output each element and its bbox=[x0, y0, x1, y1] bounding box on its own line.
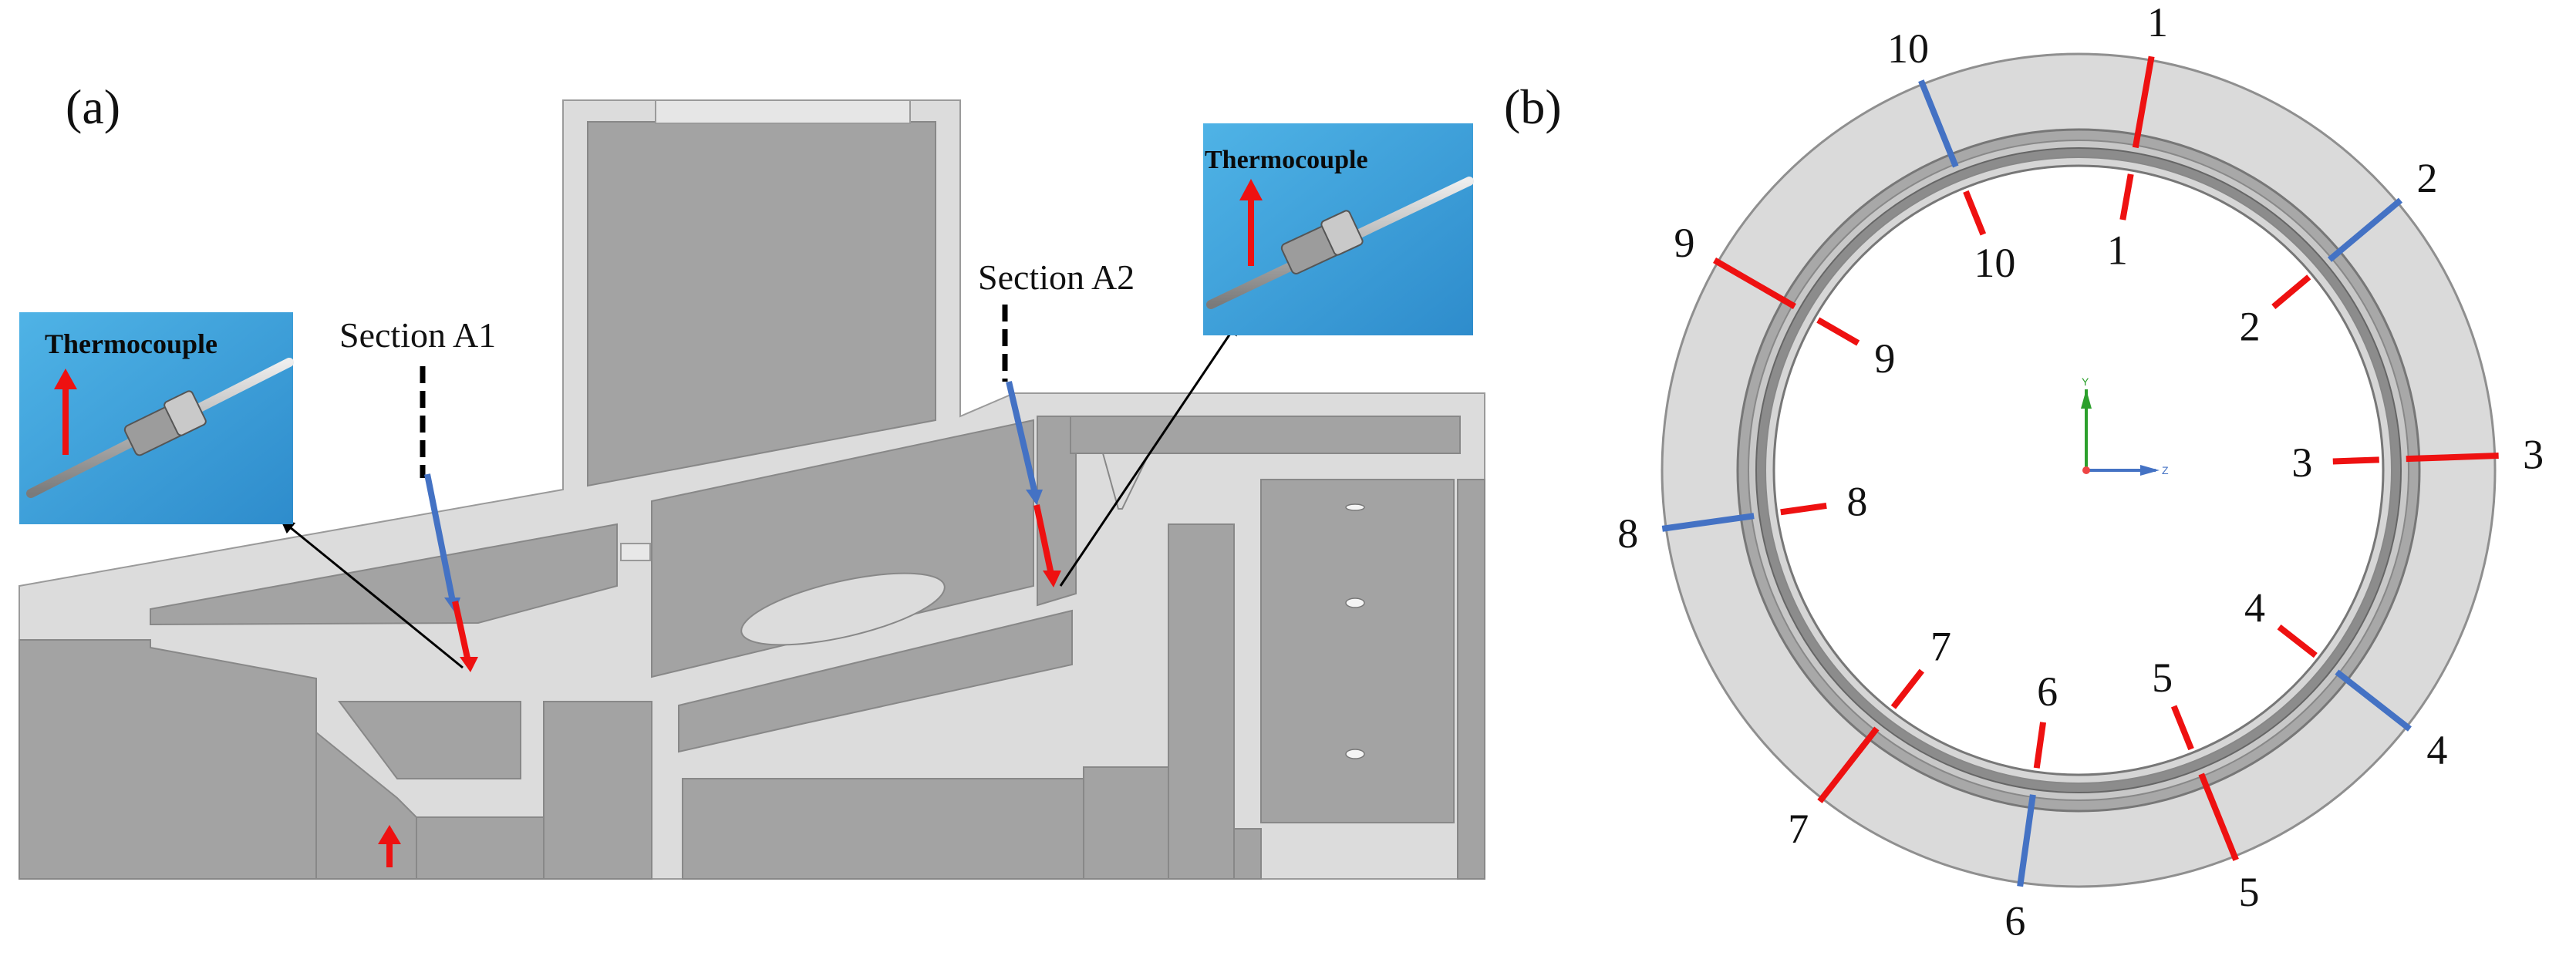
right-top-bar bbox=[1070, 416, 1461, 454]
inner-marker-7 bbox=[1890, 668, 1924, 709]
outer-marker-label-3: 3 bbox=[2523, 431, 2544, 477]
outer-marker-label-2: 2 bbox=[2416, 155, 2437, 201]
central-cavity bbox=[651, 419, 1034, 678]
inner-marker-9 bbox=[1816, 317, 1860, 346]
lower-right-block-2 bbox=[1083, 766, 1173, 880]
section-a1-red-arrow bbox=[452, 601, 471, 662]
inner-marker-label-6: 6 bbox=[2037, 668, 2058, 715]
outer-marker-label-4: 4 bbox=[2426, 727, 2447, 773]
thermocouple-photo-left: Thermocouple bbox=[19, 312, 294, 524]
connector-pin bbox=[620, 543, 651, 561]
outer-marker-1 bbox=[2132, 56, 2155, 149]
inner-marker-label-4: 4 bbox=[2244, 585, 2265, 631]
outer-marker-3 bbox=[2406, 452, 2499, 463]
panel-b: (b) Y Z 1 1 2 2 3 3 4 4 5 5 6 6 7 7 8 8 9 9 10 10 bbox=[1504, 0, 2544, 944]
inner-marker-label-8: 8 bbox=[1846, 478, 1867, 524]
right-column bbox=[1168, 523, 1235, 880]
inner-marker-label-9: 9 bbox=[1874, 335, 1895, 382]
lower-pocket bbox=[338, 701, 521, 779]
outer-marker-label-7: 7 bbox=[1788, 806, 1809, 852]
outer-marker-9 bbox=[1713, 258, 1796, 309]
outer-marker-label-10: 10 bbox=[1887, 25, 1929, 72]
inner-marker-2 bbox=[2271, 274, 2311, 309]
section-a2-red-arrow bbox=[1033, 504, 1054, 575]
photo-right-nut bbox=[1320, 210, 1364, 256]
outer-marker-8 bbox=[1661, 513, 1755, 532]
port-hole-1 bbox=[1345, 503, 1365, 511]
inner-marker-label-3: 3 bbox=[2291, 439, 2312, 486]
thermocouple-photo-right: Thermocouple bbox=[1203, 123, 1474, 335]
outer-marker-5 bbox=[2198, 773, 2239, 861]
panel-a: (a) bbox=[19, 79, 1485, 880]
outer-marker-2 bbox=[2327, 197, 2403, 262]
right-notch bbox=[1101, 453, 1151, 510]
port-hole-3 bbox=[1345, 749, 1365, 759]
disk-plate bbox=[740, 572, 946, 646]
lower-right-block bbox=[682, 778, 1084, 880]
inner-marker-label-2: 2 bbox=[2240, 304, 2261, 350]
section-a1-label: Section A1 bbox=[339, 315, 496, 355]
section-a1-blue-arrow bbox=[424, 473, 456, 602]
right-inner-frame bbox=[1260, 479, 1455, 823]
chamber-lid bbox=[655, 99, 911, 124]
axis-y-label: Y bbox=[2082, 375, 2089, 388]
photo-left-nut bbox=[164, 390, 207, 436]
pointer-to-right-photo bbox=[1059, 321, 1239, 587]
measurement-markers: 1 1 2 2 3 3 4 4 5 5 6 6 7 7 8 8 9 9 10 10 bbox=[1617, 0, 2544, 944]
section-a2-blue-arrowhead bbox=[1026, 490, 1043, 505]
axis-y-arrowhead bbox=[2081, 389, 2092, 409]
section-a2-red-arrowhead bbox=[1043, 571, 1061, 587]
photo-right-red-arrowhead bbox=[1239, 179, 1263, 200]
pointer-to-left-photo bbox=[280, 519, 464, 669]
outer-marker-6 bbox=[2017, 794, 2036, 887]
panel-a-label: (a) bbox=[66, 79, 120, 134]
inner-marker-label-5: 5 bbox=[2152, 655, 2173, 701]
inner-marker-1 bbox=[2119, 173, 2134, 220]
axis-triad: Y Z bbox=[2081, 375, 2169, 476]
lower-left-cavity bbox=[19, 639, 317, 880]
axis-z-arrowhead bbox=[2140, 465, 2160, 476]
inner-marker-4 bbox=[2277, 624, 2318, 658]
outer-marker-label-1: 1 bbox=[2147, 0, 2168, 45]
inner-marker-3 bbox=[2332, 456, 2379, 465]
outer-marker-4 bbox=[2335, 669, 2412, 732]
lower-mid-block bbox=[543, 701, 652, 880]
inlet-arrowhead bbox=[378, 825, 401, 844]
outer-marker-label-5: 5 bbox=[2239, 869, 2260, 915]
axis-z-label: Z bbox=[2162, 464, 2169, 476]
right-edge-column bbox=[1457, 479, 1485, 880]
outer-marker-10 bbox=[1918, 79, 1959, 168]
inner-bore bbox=[1772, 164, 2385, 776]
left-wedge-cavity bbox=[150, 523, 618, 626]
sloped-channel bbox=[678, 609, 1073, 753]
outer-marker-label-6: 6 bbox=[2004, 897, 2025, 944]
inner-marker-8 bbox=[1780, 502, 1827, 516]
inner-marker-6 bbox=[2033, 722, 2047, 769]
photo-left-red-arrowhead bbox=[54, 369, 77, 389]
inner-marker-label-1: 1 bbox=[2107, 227, 2128, 273]
outer-marker-label-9: 9 bbox=[1674, 220, 1695, 266]
photo-right-label: Thermocouple bbox=[1205, 146, 1368, 174]
section-a2-blue-arrow bbox=[1006, 381, 1038, 494]
section-a1-red-arrowhead bbox=[460, 657, 478, 672]
axis-origin bbox=[2082, 466, 2090, 474]
section-a2-label: Section A2 bbox=[978, 258, 1135, 297]
port-hole-2 bbox=[1345, 598, 1365, 608]
inner-marker-label-10: 10 bbox=[1974, 240, 2015, 286]
outer-marker-label-8: 8 bbox=[1617, 510, 1638, 557]
inner-marker-5 bbox=[2170, 705, 2194, 751]
inner-marker-10 bbox=[1963, 190, 1987, 236]
photo-left-label: Thermocouple bbox=[45, 328, 217, 359]
right-inner-column bbox=[1233, 828, 1262, 880]
inner-marker-label-7: 7 bbox=[1930, 624, 1951, 670]
outer-marker-7 bbox=[1817, 726, 1880, 803]
panel-b-label: (b) bbox=[1504, 79, 1562, 134]
